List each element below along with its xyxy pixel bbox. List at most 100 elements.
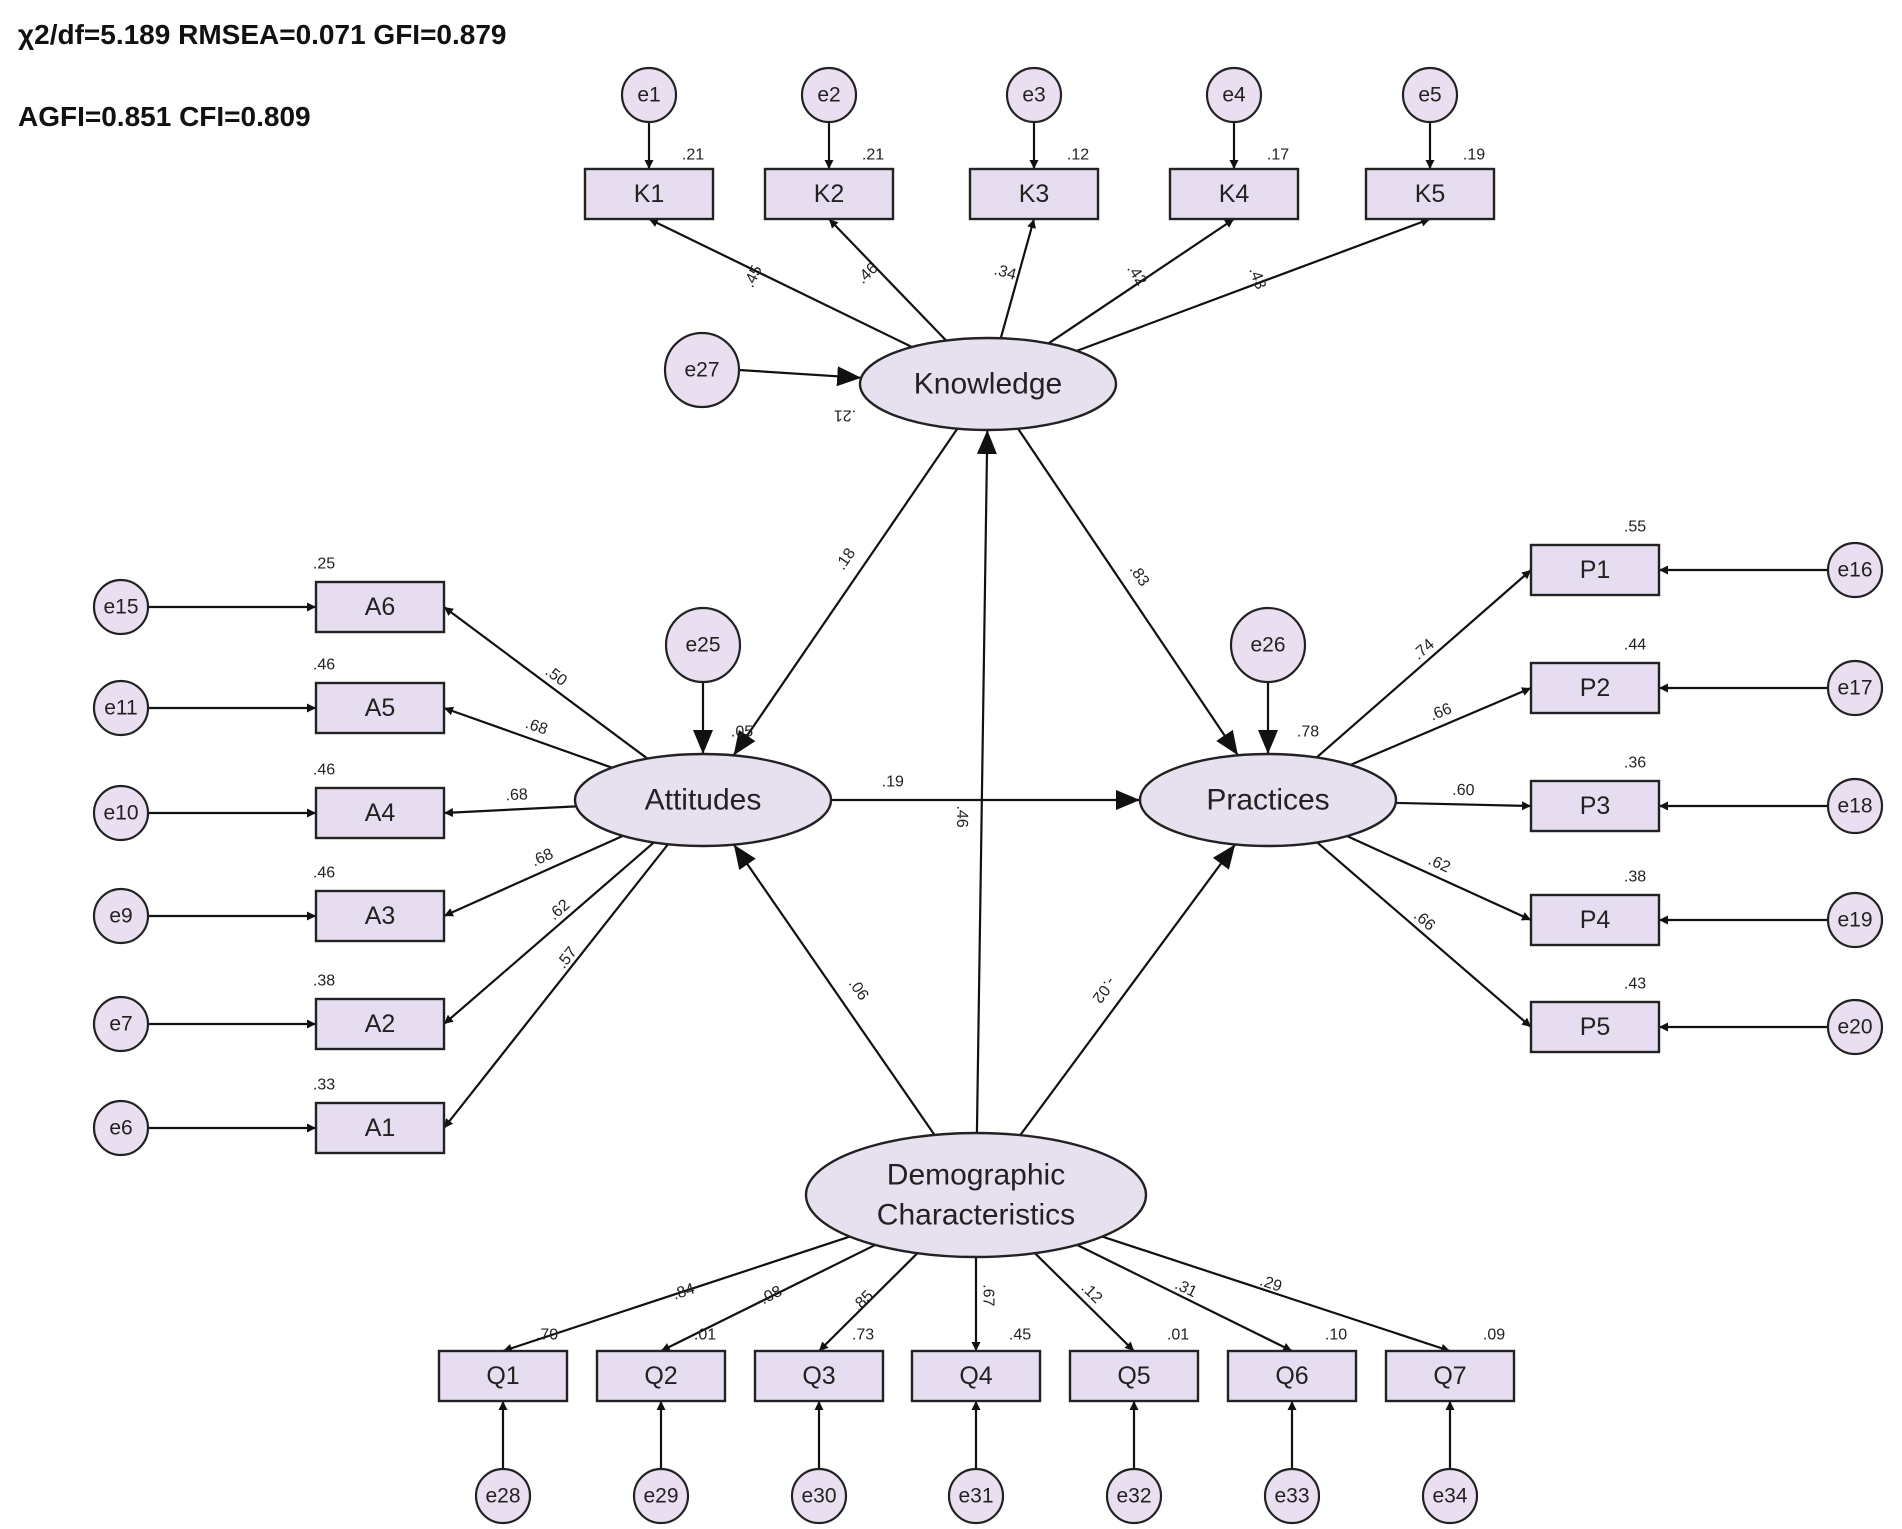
error-node-e30 [790,1467,848,1525]
loading-label-k1: .45 [741,263,766,291]
error-label-e34: e34 [1432,1485,1467,1508]
loading-label-q2: -.08 [753,1283,785,1311]
loading-arrow-p3 [1395,801,1532,811]
loading-label-q1: .84 [671,1280,698,1303]
r2-label-practices: .78 [1297,724,1319,741]
latent-label-knowledge: Knowledge [914,368,1062,401]
diagram-nodes: K1e1K2e2K3e3K4e4K5e5A6e15A5e11A4e10A3e9A… [92,66,1884,1525]
r2-label-k3: .12 [1067,147,1089,164]
error-node-e28 [474,1467,532,1525]
error-label-e15: e15 [103,596,138,619]
r2-label-a3: .46 [313,865,335,882]
indicator-box-k1 [583,167,715,221]
error-node-e4 [1205,66,1263,124]
loading-arrow-q2 [660,1243,876,1352]
error-label-e10: e10 [103,802,138,825]
path-label-knowledge-practices: .83 [1126,562,1153,590]
r2-label-k5: .19 [1463,147,1485,164]
error-node-e31 [947,1467,1005,1525]
error-node-e17 [1826,659,1884,717]
loading-arrow-k3 [999,218,1036,339]
loading-label-k5: .43 [1245,265,1269,292]
indicator-box-a3 [314,889,446,943]
r2-label-k4: .17 [1267,147,1289,164]
error-label-e3: e3 [1022,84,1045,107]
loading-label-q7: .29 [1257,1272,1284,1295]
loading-arrow-q1 [502,1235,851,1353]
loading-arrow-p1 [1315,569,1532,759]
latent-label-demographic-line2: Characteristics [877,1199,1075,1232]
loading-label-q5: .12 [1078,1279,1106,1307]
indicator-box-k2 [763,167,895,221]
error-label-e16: e16 [1837,559,1872,582]
error-node-e6 [92,1099,150,1157]
loading-arrow-k5 [1076,217,1431,352]
error-label-e31: e31 [958,1485,993,1508]
error-label-e5: e5 [1418,84,1441,107]
loading-arrow-a5 [443,706,613,769]
indicator-box-q2 [595,1349,727,1403]
indicator-label-k4: K4 [1219,180,1250,208]
loading-label-p2: .66 [1427,700,1454,724]
error-label-e26: e26 [1250,634,1285,657]
loading-arrow-p2 [1350,686,1532,766]
indicator-label-k2: K2 [814,180,845,208]
r2-label-k1: .21 [682,147,704,164]
loading-label-a2: .62 [545,896,573,923]
error-node-e15 [92,578,150,636]
error-node-e27 [663,331,741,409]
path-label-attitudes-practices: .19 [882,774,904,791]
path-arrow-demographic-attitudes [732,844,936,1136]
error-node-e5 [1401,66,1459,124]
indicator-label-q7: Q7 [1433,1362,1466,1390]
loading-arrow-q7 [1101,1235,1451,1353]
r2-label-a6: .25 [313,556,335,573]
error-label-e7: e7 [109,1013,132,1036]
path-arrow-knowledge-practices [1017,428,1239,756]
indicator-label-p5: P5 [1580,1013,1611,1041]
indicator-label-q5: Q5 [1117,1362,1150,1390]
fit-indices-line2: AGFI=0.851 CFI=0.809 [18,101,311,132]
indicator-label-q1: Q1 [486,1362,519,1390]
r2-label-q6: .10 [1325,1327,1347,1344]
loading-arrow-a1 [443,843,669,1129]
error-node-e9 [92,887,150,945]
error-node-e26 [1229,606,1307,684]
r2-label-p5: .43 [1624,976,1646,993]
indicator-label-k5: K5 [1415,180,1446,208]
indicator-label-p4: P4 [1580,906,1611,934]
indicator-box-p4 [1529,893,1661,947]
indicator-box-k4 [1168,167,1300,221]
indicator-label-k3: K3 [1019,180,1050,208]
r2-label-a2: .38 [313,973,335,990]
error-node-e1 [620,66,678,124]
loading-arrow-a2 [443,841,655,1025]
indicator-label-p3: P3 [1580,792,1611,820]
indicator-box-a6 [314,580,446,634]
indicator-box-p2 [1529,661,1661,715]
error-label-e33: e33 [1274,1485,1309,1508]
indicator-label-a6: A6 [365,593,396,621]
path-label-demographic-practices: -.02 [1089,974,1119,1006]
fit-indices-line1: χ2/df=5.189 RMSEA=0.071 GFI=0.879 [18,19,507,50]
error-node-e18 [1826,777,1884,835]
indicator-box-q1 [437,1349,569,1403]
r2-label-q7: .09 [1483,1327,1505,1344]
indicator-box-p1 [1529,543,1661,597]
loading-arrow-k2 [828,218,947,342]
path-label-demographic-attitudes: .06 [845,976,872,1004]
error-label-e29: e29 [643,1485,678,1508]
indicator-label-a2: A2 [365,1010,396,1038]
error-label-e28: e28 [485,1485,520,1508]
loading-label-a1: .57 [554,944,581,972]
r2-label-p3: .36 [1624,755,1646,772]
indicator-label-a4: A4 [365,799,396,827]
error-label-e25: e25 [685,634,720,657]
error-label-e27: e27 [684,359,719,382]
loading-arrow-q5 [1034,1252,1135,1352]
indicator-label-k1: K1 [634,180,665,208]
indicator-box-q3 [753,1349,885,1403]
loading-label-a5: .68 [523,715,550,738]
loading-label-a6: .50 [542,663,570,690]
